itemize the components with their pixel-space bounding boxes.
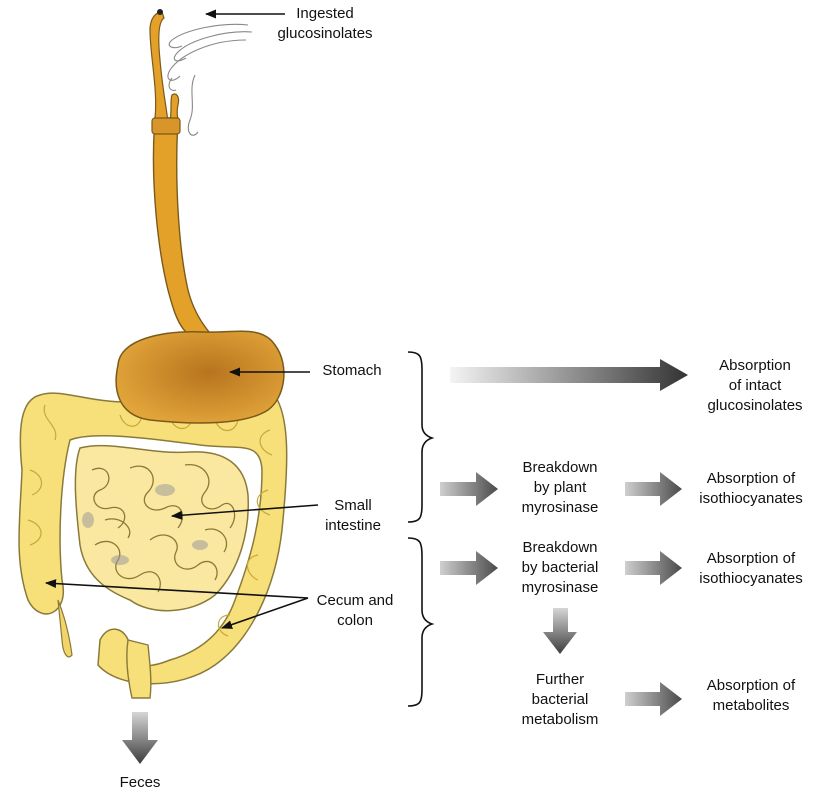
small-intestine [74, 444, 249, 612]
arrow-to-breakdown-plant [440, 472, 498, 506]
pointer-cecum [44, 579, 309, 599]
arrow-further-to-absorption [625, 682, 682, 716]
pointer-small-intestine [170, 504, 319, 520]
arrow-bacterial-to-absorption [625, 551, 682, 585]
bracket-upper [407, 351, 435, 523]
pointer-lines [44, 9, 319, 629]
esophagus [152, 117, 231, 354]
pharynx [149, 11, 169, 123]
stomach [115, 330, 285, 424]
arrow-stomach-to-absorption [450, 359, 688, 391]
arrow-plant-to-absorption [625, 472, 682, 506]
arrow-to-feces [122, 712, 158, 764]
anatomy-illustration [18, 9, 288, 699]
pointer-colon [220, 597, 309, 629]
brackets [407, 351, 435, 707]
rectum [126, 639, 152, 699]
flow-arrows [122, 359, 688, 764]
bracket-lower [407, 537, 435, 707]
appendix [57, 599, 73, 658]
arrow-bacterial-to-further [543, 608, 577, 654]
arrow-to-breakdown-bacterial [440, 551, 498, 585]
glucosinolate-strands [167, 23, 253, 136]
label-stomach: Stomach [322, 362, 382, 379]
label-feces: Feces [119, 774, 161, 791]
